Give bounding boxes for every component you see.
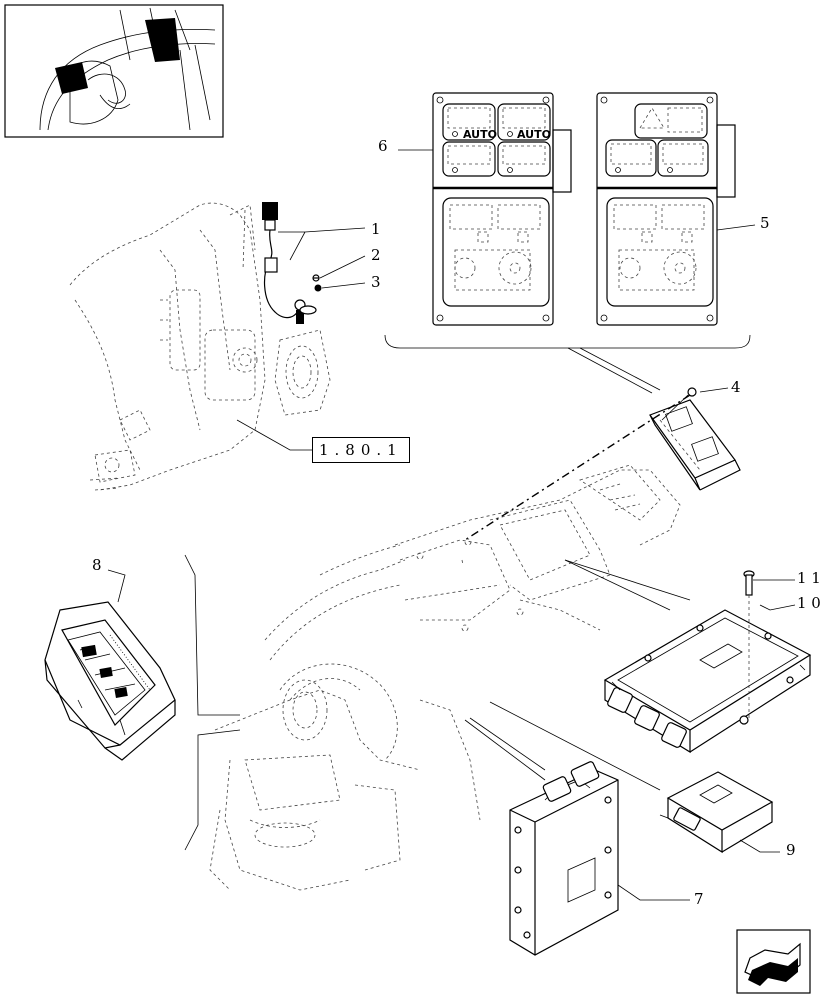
- callout-4: 4: [731, 378, 741, 396]
- callout-2: 2: [371, 246, 381, 264]
- callout-3: 3: [371, 273, 381, 291]
- locator-thumbnail: [4, 4, 224, 138]
- callout-9: 9: [786, 841, 796, 859]
- bolt-11: [743, 570, 755, 720]
- transmission-housing: [69, 202, 331, 491]
- callout-5: 5: [760, 214, 770, 232]
- callout-1: 1: [371, 220, 381, 238]
- callout-7: 7: [694, 890, 704, 908]
- callout-6: 6: [378, 137, 388, 155]
- instrument-display-8: [44, 601, 176, 761]
- module-9: [659, 771, 774, 854]
- auto-label-a: AUTO: [463, 128, 497, 141]
- callout-10: 1 0: [797, 594, 821, 612]
- callout-11: 1 1: [797, 569, 821, 587]
- cab-switch-module: [649, 387, 741, 491]
- callout-8: 8: [92, 556, 102, 574]
- speed-sensor-harness: [262, 202, 322, 324]
- auto-label-b: AUTO: [517, 128, 551, 141]
- tractor-cab-interior: [209, 464, 681, 891]
- tractor-cab-locator-icon: [39, 7, 216, 131]
- reference-1-80-1[interactable]: 1.80.1: [312, 437, 410, 463]
- control-unit-7: [509, 761, 619, 956]
- switch-panel-5: [596, 92, 736, 326]
- control-unit-10: [603, 609, 812, 754]
- switch-panel-6: [432, 92, 572, 326]
- next-page-arrow-icon[interactable]: [736, 929, 811, 994]
